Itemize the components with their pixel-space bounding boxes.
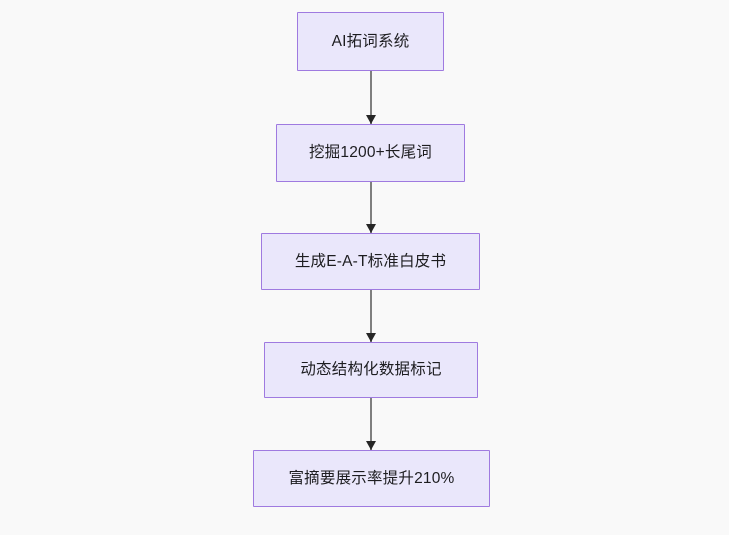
node-label: 生成E-A-T标准白皮书	[294, 252, 447, 270]
arrowhead-icon	[366, 115, 376, 124]
edge-n2-n3	[366, 182, 376, 233]
node-label: AI拓词系统	[331, 32, 410, 50]
flowchart-node-n1[interactable]: AI拓词系统	[297, 12, 444, 71]
edge-line	[370, 71, 372, 124]
arrowhead-icon	[366, 441, 376, 450]
edge-n3-n4	[366, 290, 376, 342]
edge-line	[370, 182, 372, 233]
arrowhead-icon	[366, 224, 376, 233]
flowchart-node-n4[interactable]: 动态结构化数据标记	[264, 342, 478, 398]
node-label: 挖掘1200+长尾词	[308, 144, 433, 162]
edge-line	[370, 290, 372, 342]
flowchart-node-n5[interactable]: 富摘要展示率提升210%	[253, 450, 490, 507]
node-label: 富摘要展示率提升210%	[288, 469, 455, 487]
arrowhead-icon	[366, 333, 376, 342]
edge-line	[370, 398, 372, 450]
node-label: 动态结构化数据标记	[300, 361, 442, 379]
flowchart-node-n3[interactable]: 生成E-A-T标准白皮书	[261, 233, 480, 290]
edge-n1-n2	[366, 71, 376, 124]
flowchart-node-n2[interactable]: 挖掘1200+长尾词	[276, 124, 465, 182]
edge-n4-n5	[366, 398, 376, 450]
